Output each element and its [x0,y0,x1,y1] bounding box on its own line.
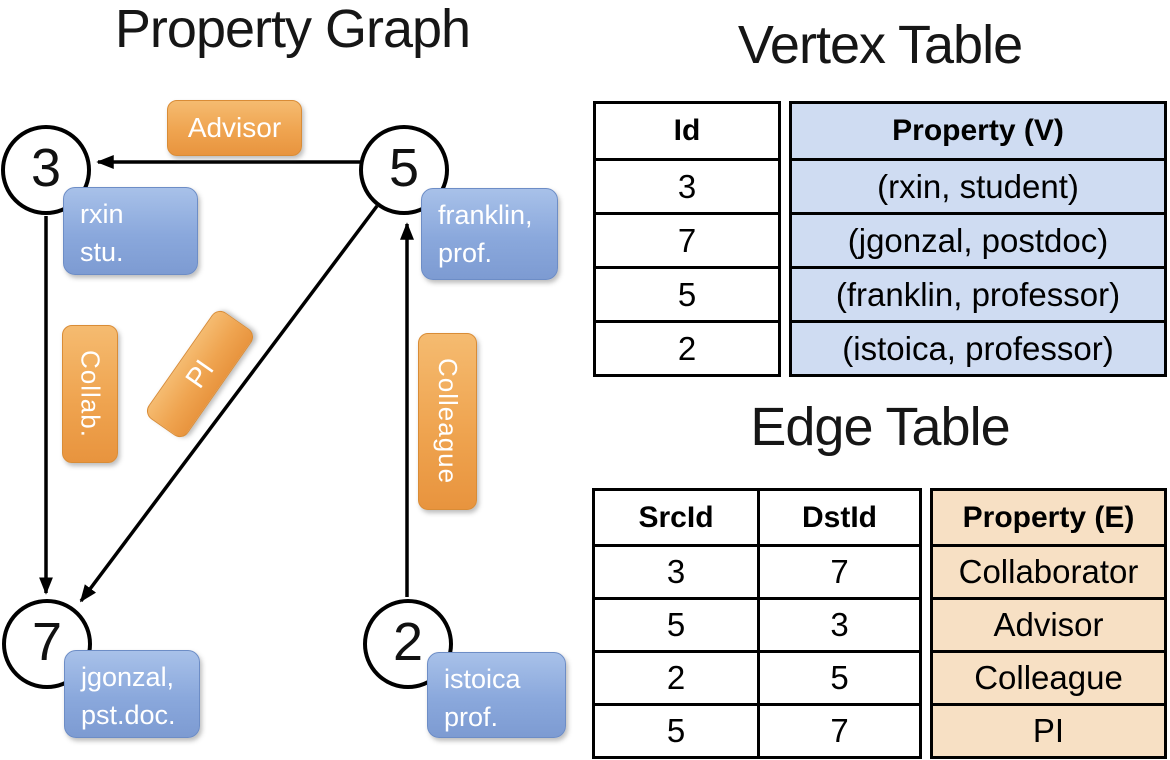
edge-srcid-cell: 2 [595,650,757,703]
edge-srcid-cell: 5 [595,703,757,756]
vertex-prop-franklin-line2: prof. [438,238,493,268]
edge-dstid-cell: 3 [757,597,919,650]
node-circle-5: 5 [359,125,449,215]
vertex-id-cell: 5 [596,266,778,320]
vertex-table-title: Vertex Table [737,15,1023,75]
vertex-id-cell: 7 [596,212,778,266]
edge-property-cell: Advisor [933,597,1164,650]
vertex-property-cell: (franklin, professor) [792,266,1164,320]
edge-label-colleague: Colleague [418,333,477,510]
vertex-property-cell: (jgonzal, postdoc) [792,212,1164,266]
edge-label-advisor-text: Advisor [187,112,282,143]
vertex-col-header-id: Id [673,114,701,147]
edge-dstid-cell: 7 [757,544,919,597]
vertex-id-cell: 3 [596,158,778,212]
edge-label-pi-text: PI [179,353,220,394]
vertex-prop-jgonzal-line2: pst.doc. [81,700,176,730]
node-id-7: 7 [31,612,63,672]
vertex-property-cell: (istoica, professor) [792,320,1164,374]
edge-label-collab-text: Collab. [75,350,106,438]
edge-dstid-cell: 7 [757,703,919,756]
edge-table-id-columns: SrcId DstId 3 7 5 3 2 5 5 7 [592,488,922,759]
edge-col-header-srcid: SrcId [638,500,714,534]
vertex-id-cell: 2 [596,320,778,374]
graph-edges-layer [39,155,414,603]
vertex-prop-franklin-line1: franklin, [438,200,533,230]
edge-table-property-column: Property (E) Collaborator Advisor Collea… [930,488,1167,759]
node-id-5: 5 [388,138,420,198]
edge-srcid-cell: 5 [595,597,757,650]
vertex-prop-rxin-line1: rxin [80,199,124,229]
vertex-property-box-rxin: rxin stu. [63,187,198,275]
edge-label-collab: Collab. [62,325,118,463]
edge-5-to-7 [79,204,379,603]
edge-dstid-cell: 5 [757,650,919,703]
vertex-table-id-column: Id 3 7 5 2 [593,101,781,377]
vertex-property-box-franklin: franklin, prof. [421,188,558,280]
node-id-2: 2 [392,612,424,672]
vertex-prop-jgonzal-line1: jgonzal, [81,662,175,692]
vertex-property-box-istoica: istoica prof. [427,652,566,738]
edge-col-header-property: Property (E) [962,500,1135,534]
node-id-3: 3 [30,138,62,198]
vertex-property-cell: (rxin, student) [792,158,1164,212]
property-graph-title: Property Graph [114,0,471,59]
edge-label-advisor: Advisor [167,100,302,156]
vertex-prop-rxin-line2: stu. [80,237,124,267]
edge-label-colleague-text: Colleague [433,358,463,485]
edge-srcid-cell: 3 [595,544,757,597]
vertex-property-box-jgonzal: jgonzal, pst.doc. [64,650,200,738]
edge-property-cell: Colleague [933,650,1164,703]
vertex-table-property-column: Property (V) (rxin, student) (jgonzal, p… [789,101,1167,377]
edge-table-title: Edge Table [750,397,1010,457]
edge-col-header-dstid: DstId [757,491,919,544]
vertex-prop-istoica-line1: istoica [444,664,521,694]
node-circle-2: 2 [363,599,453,689]
vertex-col-header-property: Property (V) [892,114,1064,147]
edge-property-cell: PI [933,703,1164,756]
vertex-prop-istoica-line2: prof. [444,702,499,732]
edge-property-cell: Collaborator [933,544,1164,597]
